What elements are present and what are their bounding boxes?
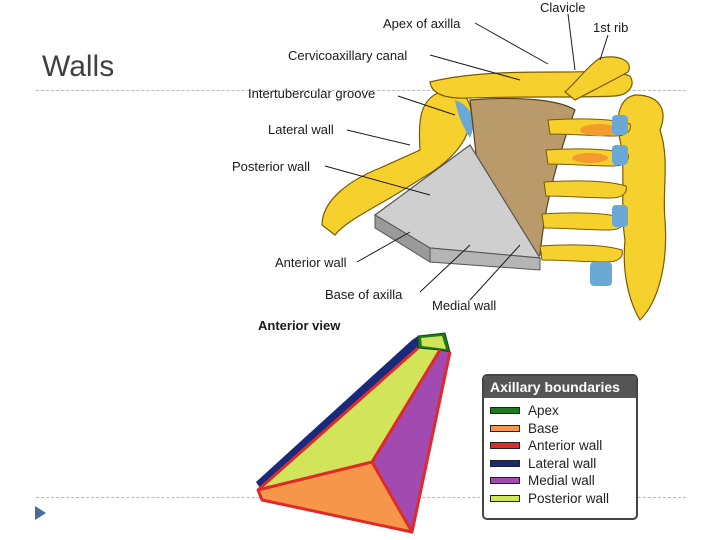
legend-item-label: Posterior wall: [528, 490, 610, 506]
label-anterior-wall: Anterior wall: [275, 255, 347, 270]
legend-swatch: [490, 459, 520, 467]
legend-item-label: Lateral wall: [528, 455, 597, 471]
top-divider: [36, 90, 686, 91]
label-apex-of-axilla: Apex of axilla: [383, 16, 461, 31]
legend-swatch: [490, 442, 520, 450]
slide-title: Walls: [42, 50, 115, 83]
label-posterior-wall: Posterior wall: [232, 159, 310, 174]
legend-swatch: [490, 407, 520, 415]
legend-item-label: Anterior wall: [528, 438, 603, 454]
label-medial-wall: Medial wall: [432, 298, 496, 313]
axilla-figure: Clavicle Apex of axilla 1st rib Cervicoa…: [232, 0, 667, 534]
legend-swatch: [490, 477, 520, 485]
legend-swatch: [490, 494, 520, 502]
legend-item: Anterior wall: [484, 437, 636, 455]
label-lateral-wall: Lateral wall: [268, 122, 334, 137]
label-cervicoaxillary-canal: Cervicoaxillary canal: [288, 48, 407, 63]
legend-item: Base: [484, 420, 636, 438]
label-clavicle: Clavicle: [540, 0, 586, 15]
legend-title: Axillary boundaries: [484, 376, 636, 398]
label-anterior-view: Anterior view: [258, 318, 341, 333]
legend-item: Lateral wall: [484, 455, 636, 473]
legend-item-label: Medial wall: [528, 473, 595, 489]
legend-item-label: Apex: [528, 403, 559, 419]
colored-pyramid-diagram: [256, 332, 452, 534]
label-base-of-axilla: Base of axilla: [325, 287, 403, 302]
arrow-bullet-icon: [35, 506, 46, 520]
legend-item: Medial wall: [484, 472, 636, 490]
legend-swatch: [490, 424, 520, 432]
legend-item: Apex: [484, 402, 636, 420]
label-first-rib: 1st rib: [593, 20, 628, 35]
label-intertubercular-groove: Intertubercular groove: [248, 86, 375, 101]
shoulder-anatomy-illustration: [321, 13, 667, 321]
legend-item-label: Base: [528, 420, 559, 436]
legend-item: Posterior wall: [484, 490, 636, 508]
